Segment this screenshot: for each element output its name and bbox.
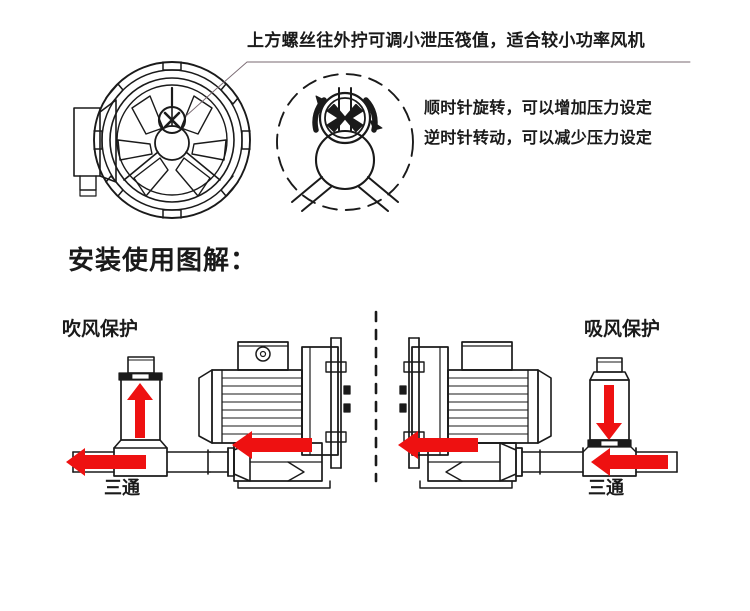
blow-protection-assembly: [72, 337, 351, 489]
ring-blower-right: [399, 337, 552, 489]
tee-fitting-left: [72, 447, 235, 477]
ring-blower-left: [198, 337, 351, 489]
arrow-switch-down-right: [596, 385, 622, 440]
tee-label-right: 三通: [588, 478, 624, 499]
suction-protection-assembly: [399, 337, 678, 489]
arrow-blower-left-left: [232, 431, 312, 459]
section-title: 安装使用图解：: [68, 246, 258, 276]
top-note-text: 上方螺丝往外拧可调小泄压筏值，适合较小功率风机: [247, 31, 645, 51]
rotation-note-counterclockwise: 逆时针转动，可以减少压力设定: [424, 128, 653, 147]
rotation-note-clockwise: 顺时针旋转，可以增加压力设定: [424, 98, 653, 117]
tee-label-left: 三通: [104, 478, 140, 499]
suction-protection-label: 吸风保护: [584, 318, 661, 340]
pressure-switch-right: [582, 357, 637, 453]
arrow-pipe-left-left: [66, 448, 146, 476]
arrow-blower-left-right: [398, 431, 478, 459]
pressure-switch-left: [113, 356, 168, 449]
rotation-detail-view: [276, 73, 414, 212]
arrow-switch-up-left: [127, 383, 153, 438]
arrow-pipe-left-right: [591, 448, 668, 476]
blow-protection-label: 吹风保护: [62, 318, 139, 340]
tee-fitting-right: [582, 447, 678, 477]
connecting-pipe-right: [515, 447, 584, 477]
